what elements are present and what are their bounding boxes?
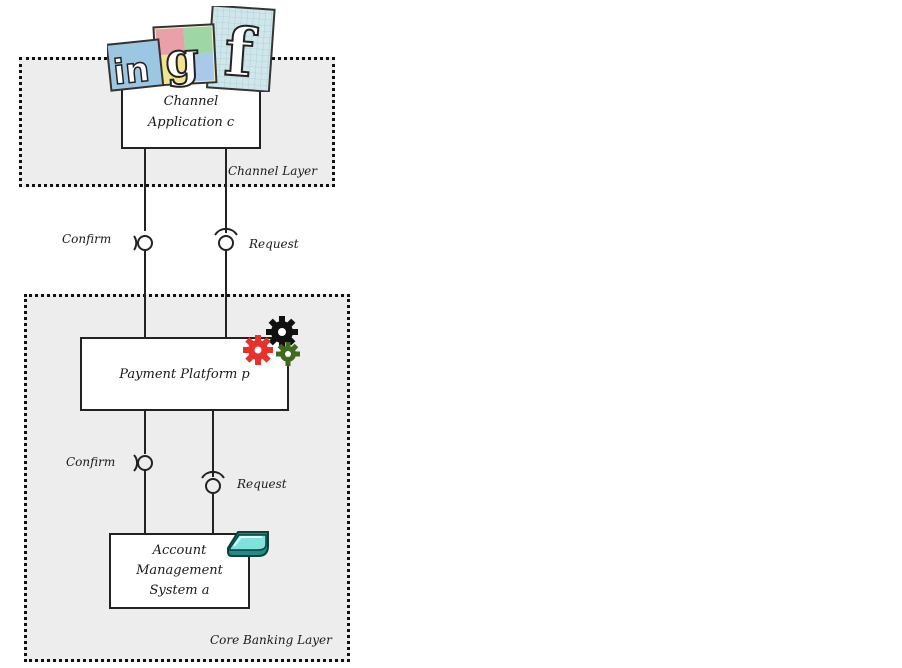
svg-text:in: in [112, 50, 152, 92]
gears-icon [243, 316, 300, 366]
request-interface-ball-top [218, 235, 234, 251]
account-system-line3: System a [149, 583, 210, 598]
social-media-icon: f g in [107, 6, 276, 92]
channel-layer-label: Channel Layer [228, 164, 318, 178]
core-layer-label: Core Banking Layer [210, 633, 332, 647]
account-management-box: Account Management System a [109, 533, 250, 609]
account-system-line1: Account [152, 543, 207, 558]
request-interface-socket-top [214, 228, 238, 236]
confirm-label-top: Confirm [62, 232, 112, 246]
channel-application-line2: Application c [147, 115, 235, 130]
channel-application-line1: Channel [163, 94, 219, 109]
account-system-line2: Management [136, 563, 223, 578]
payment-platform-box: Payment Platform p [80, 337, 289, 411]
request-label-bottom: Request [237, 477, 287, 491]
confirm-interface-ball-top [137, 235, 153, 251]
disk-icon [227, 531, 269, 557]
svg-text:g: g [164, 31, 200, 89]
channel-application-box: Channel Application c [121, 80, 261, 149]
confirm-interface-socket-top [133, 235, 138, 251]
confirm-label-bottom: Confirm [66, 455, 116, 469]
request-label-top: Request [249, 237, 299, 251]
payment-platform-label: Payment Platform p [119, 366, 250, 382]
